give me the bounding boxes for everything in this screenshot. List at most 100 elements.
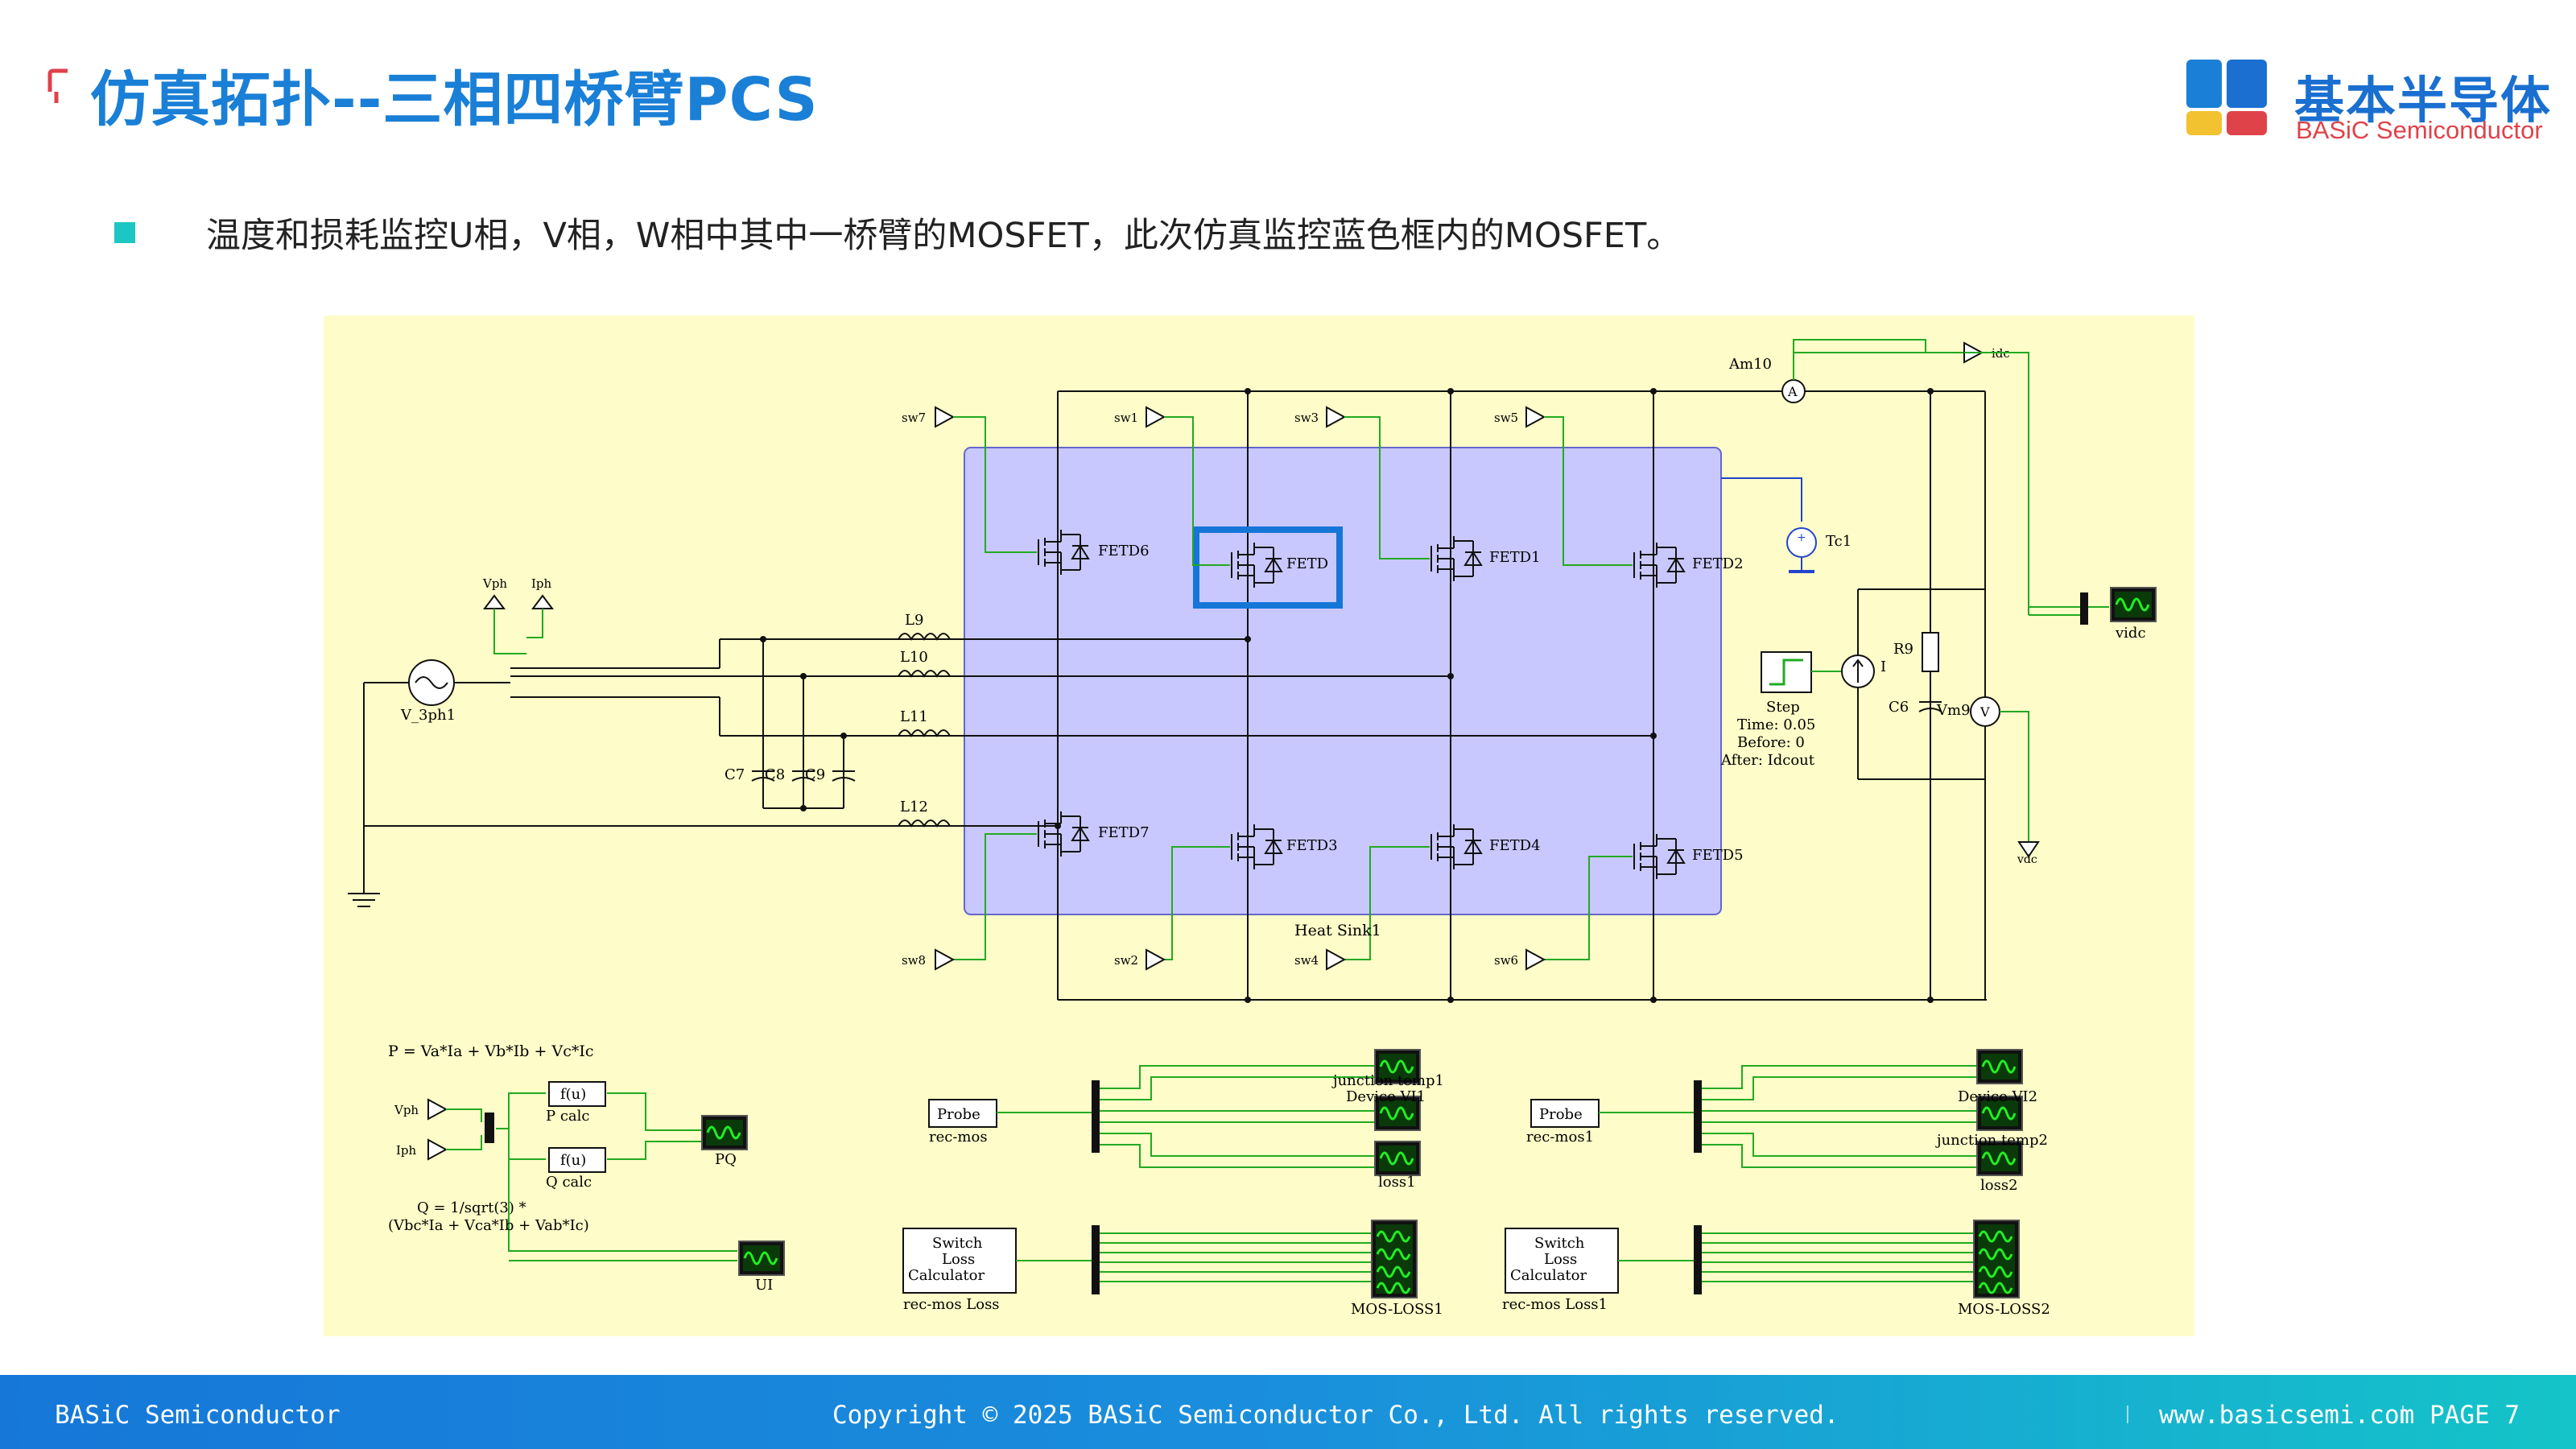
fu-label: f(u) (560, 1086, 586, 1103)
monitored-mosfet-highlight (1193, 526, 1343, 609)
voltmeter-label: Vm9 (1936, 702, 1971, 719)
capacitor-label: C9 (805, 766, 825, 783)
probe-label: Probe (937, 1106, 980, 1123)
device-vi2-label: Device VI2 (1958, 1088, 2037, 1105)
footer-company: BASiC Semiconductor (55, 1401, 341, 1430)
mos-loss2-label: MOS-LOSS2 (1958, 1301, 2050, 1318)
loss2-label: loss2 (1980, 1177, 2018, 1194)
svg-text:A: A (1787, 384, 1798, 399)
footer-page-number: PAGE 7 (2429, 1401, 2520, 1430)
gate-label: sw1 (1114, 411, 1138, 425)
probe-rec-mos1-label: rec-mos1 (1526, 1129, 1594, 1146)
ammeter-label: Am10 (1728, 356, 1772, 373)
logo-name: 基本半导体 (2294, 71, 2553, 130)
probe-label: Probe (1539, 1106, 1583, 1123)
q-formula-2: (Vbc*Ia + Vca*Ib + Vab*Ic) (388, 1217, 589, 1234)
resistor-icon (1922, 632, 1939, 672)
junction-temp2-label: junction temp2 (1935, 1132, 2048, 1149)
vidc-scope-icon (2109, 586, 2157, 623)
switch-loss-text: Calculator (1510, 1267, 1587, 1284)
step-line: Time: 0.05 (1737, 716, 1815, 733)
p-formula: P = Va*Ia + Vb*Ib + Vc*Ic (388, 1042, 593, 1060)
switch-loss-calculator-1 (1505, 1228, 1619, 1294)
gate-label: sw5 (1494, 411, 1518, 425)
step-block-icon (1761, 651, 1812, 693)
inductor-label: L10 (900, 649, 928, 666)
vdc-label: vdc (2017, 853, 2037, 866)
resistor-label: R9 (1893, 641, 1913, 658)
iph-input-label: Iph (396, 1143, 417, 1158)
fu-label: f(u) (560, 1152, 586, 1169)
gate-label: sw2 (1114, 953, 1138, 968)
gate-label: sw8 (902, 953, 926, 968)
source-label: V_3ph1 (400, 707, 456, 724)
device-vi2-scope (1975, 1048, 2024, 1085)
ui-label: UI (755, 1277, 773, 1294)
fet-label: FETD3 (1286, 837, 1338, 854)
inductor-label: L12 (900, 799, 928, 815)
step-line: Before: 0 (1737, 734, 1805, 751)
inductor-label: L9 (905, 612, 923, 629)
loss1-scope (1373, 1140, 1422, 1177)
switch-loss-calculator (902, 1228, 1017, 1294)
switch-loss-text: Switch (1534, 1235, 1585, 1252)
footer-separator (2127, 1406, 2128, 1423)
fet-label: FETD2 (1692, 555, 1744, 572)
heat-sink-region (964, 447, 1722, 915)
pq-scope-icon (700, 1114, 749, 1151)
bullet-text: 温度和损耗监控U相，V相，W相中其中一桥臂的MOSFET，此次仿真监控蓝色框内的… (206, 216, 1682, 256)
simulation-schematic: L9 L10 L11 L12 C7 C8 C9 V_3ph1 Vph Iph F… (324, 316, 2194, 1336)
probe-block-1 (1530, 1099, 1600, 1128)
mos-loss1-label: MOS-LOSS1 (1351, 1301, 1443, 1318)
switch-loss-text: Loss (1544, 1251, 1577, 1268)
mos-loss2-scope (1972, 1219, 2021, 1299)
p-calc-label: P calc (546, 1108, 589, 1125)
ui-scope-icon (737, 1240, 786, 1277)
footer-website[interactable]: www.basicsemi.com (2159, 1401, 2415, 1430)
fet-label: FETD5 (1692, 847, 1744, 864)
switch-loss-text: Calculator (908, 1267, 985, 1284)
vdc-output-icon (2017, 841, 2040, 858)
q-calc-block (548, 1147, 606, 1173)
footer-bar: BASiC Semiconductor Copyright © 2025 BAS… (0, 1375, 2576, 1449)
bullet-marker (114, 222, 135, 243)
capacitor-label: C8 (765, 766, 785, 783)
loss1-label: loss1 (1378, 1174, 1416, 1191)
fet-label: FETD7 (1098, 824, 1150, 841)
svg-text:+: + (1797, 531, 1806, 544)
footer-separator (2402, 1406, 2404, 1423)
dc-capacitor-label: C6 (1889, 699, 1909, 716)
vidc-label: vidc (2115, 625, 2146, 642)
step-line: Step (1766, 699, 1800, 716)
fet-label: FETD4 (1489, 837, 1541, 854)
gate-label: sw6 (1494, 953, 1518, 968)
title-bracket-icon (47, 68, 68, 103)
gate-label: sw3 (1294, 411, 1319, 425)
q-calc-label: Q calc (546, 1174, 592, 1191)
mos-loss1-scope (1370, 1219, 1418, 1299)
rec-mos-loss-label: rec-mos Loss (903, 1296, 1000, 1313)
junction-temp1-label: junction temp1 (1331, 1072, 1444, 1089)
current-source-label: I (1880, 658, 1886, 675)
capacitor-label: C7 (724, 766, 745, 783)
logo-subtitle: BASiC Semiconductor (2296, 116, 2543, 144)
inductor-label: L11 (900, 708, 928, 725)
fet-label: FETD1 (1489, 549, 1541, 566)
footer-copyright: Copyright © 2025 BASiC Semiconductor Co.… (832, 1401, 1839, 1430)
iph-label: Iph (531, 576, 552, 591)
rec-mos-loss1-label: rec-mos Loss1 (1502, 1296, 1608, 1313)
switch-loss-text: Loss (942, 1251, 975, 1268)
fet-label: FETD6 (1098, 543, 1150, 559)
page-title: 仿真拓扑--三相四桥臂PCS (90, 65, 819, 134)
gate-label: sw7 (902, 411, 926, 425)
device-vi1-label: Device VI1 (1346, 1088, 1426, 1105)
logo-mark-icon (2186, 60, 2267, 135)
company-logo: 基本半导体 BASiC Semiconductor (2186, 60, 2550, 148)
q-formula-1: Q = 1/sqrt(3) * (417, 1199, 526, 1216)
vph-input-label: Vph (394, 1103, 419, 1117)
vph-label: Vph (482, 576, 507, 591)
pq-label: PQ (715, 1151, 737, 1168)
fet-label: FETD (1286, 555, 1328, 572)
svg-text:V: V (1979, 704, 1990, 720)
switch-loss-text: Switch (932, 1235, 983, 1252)
